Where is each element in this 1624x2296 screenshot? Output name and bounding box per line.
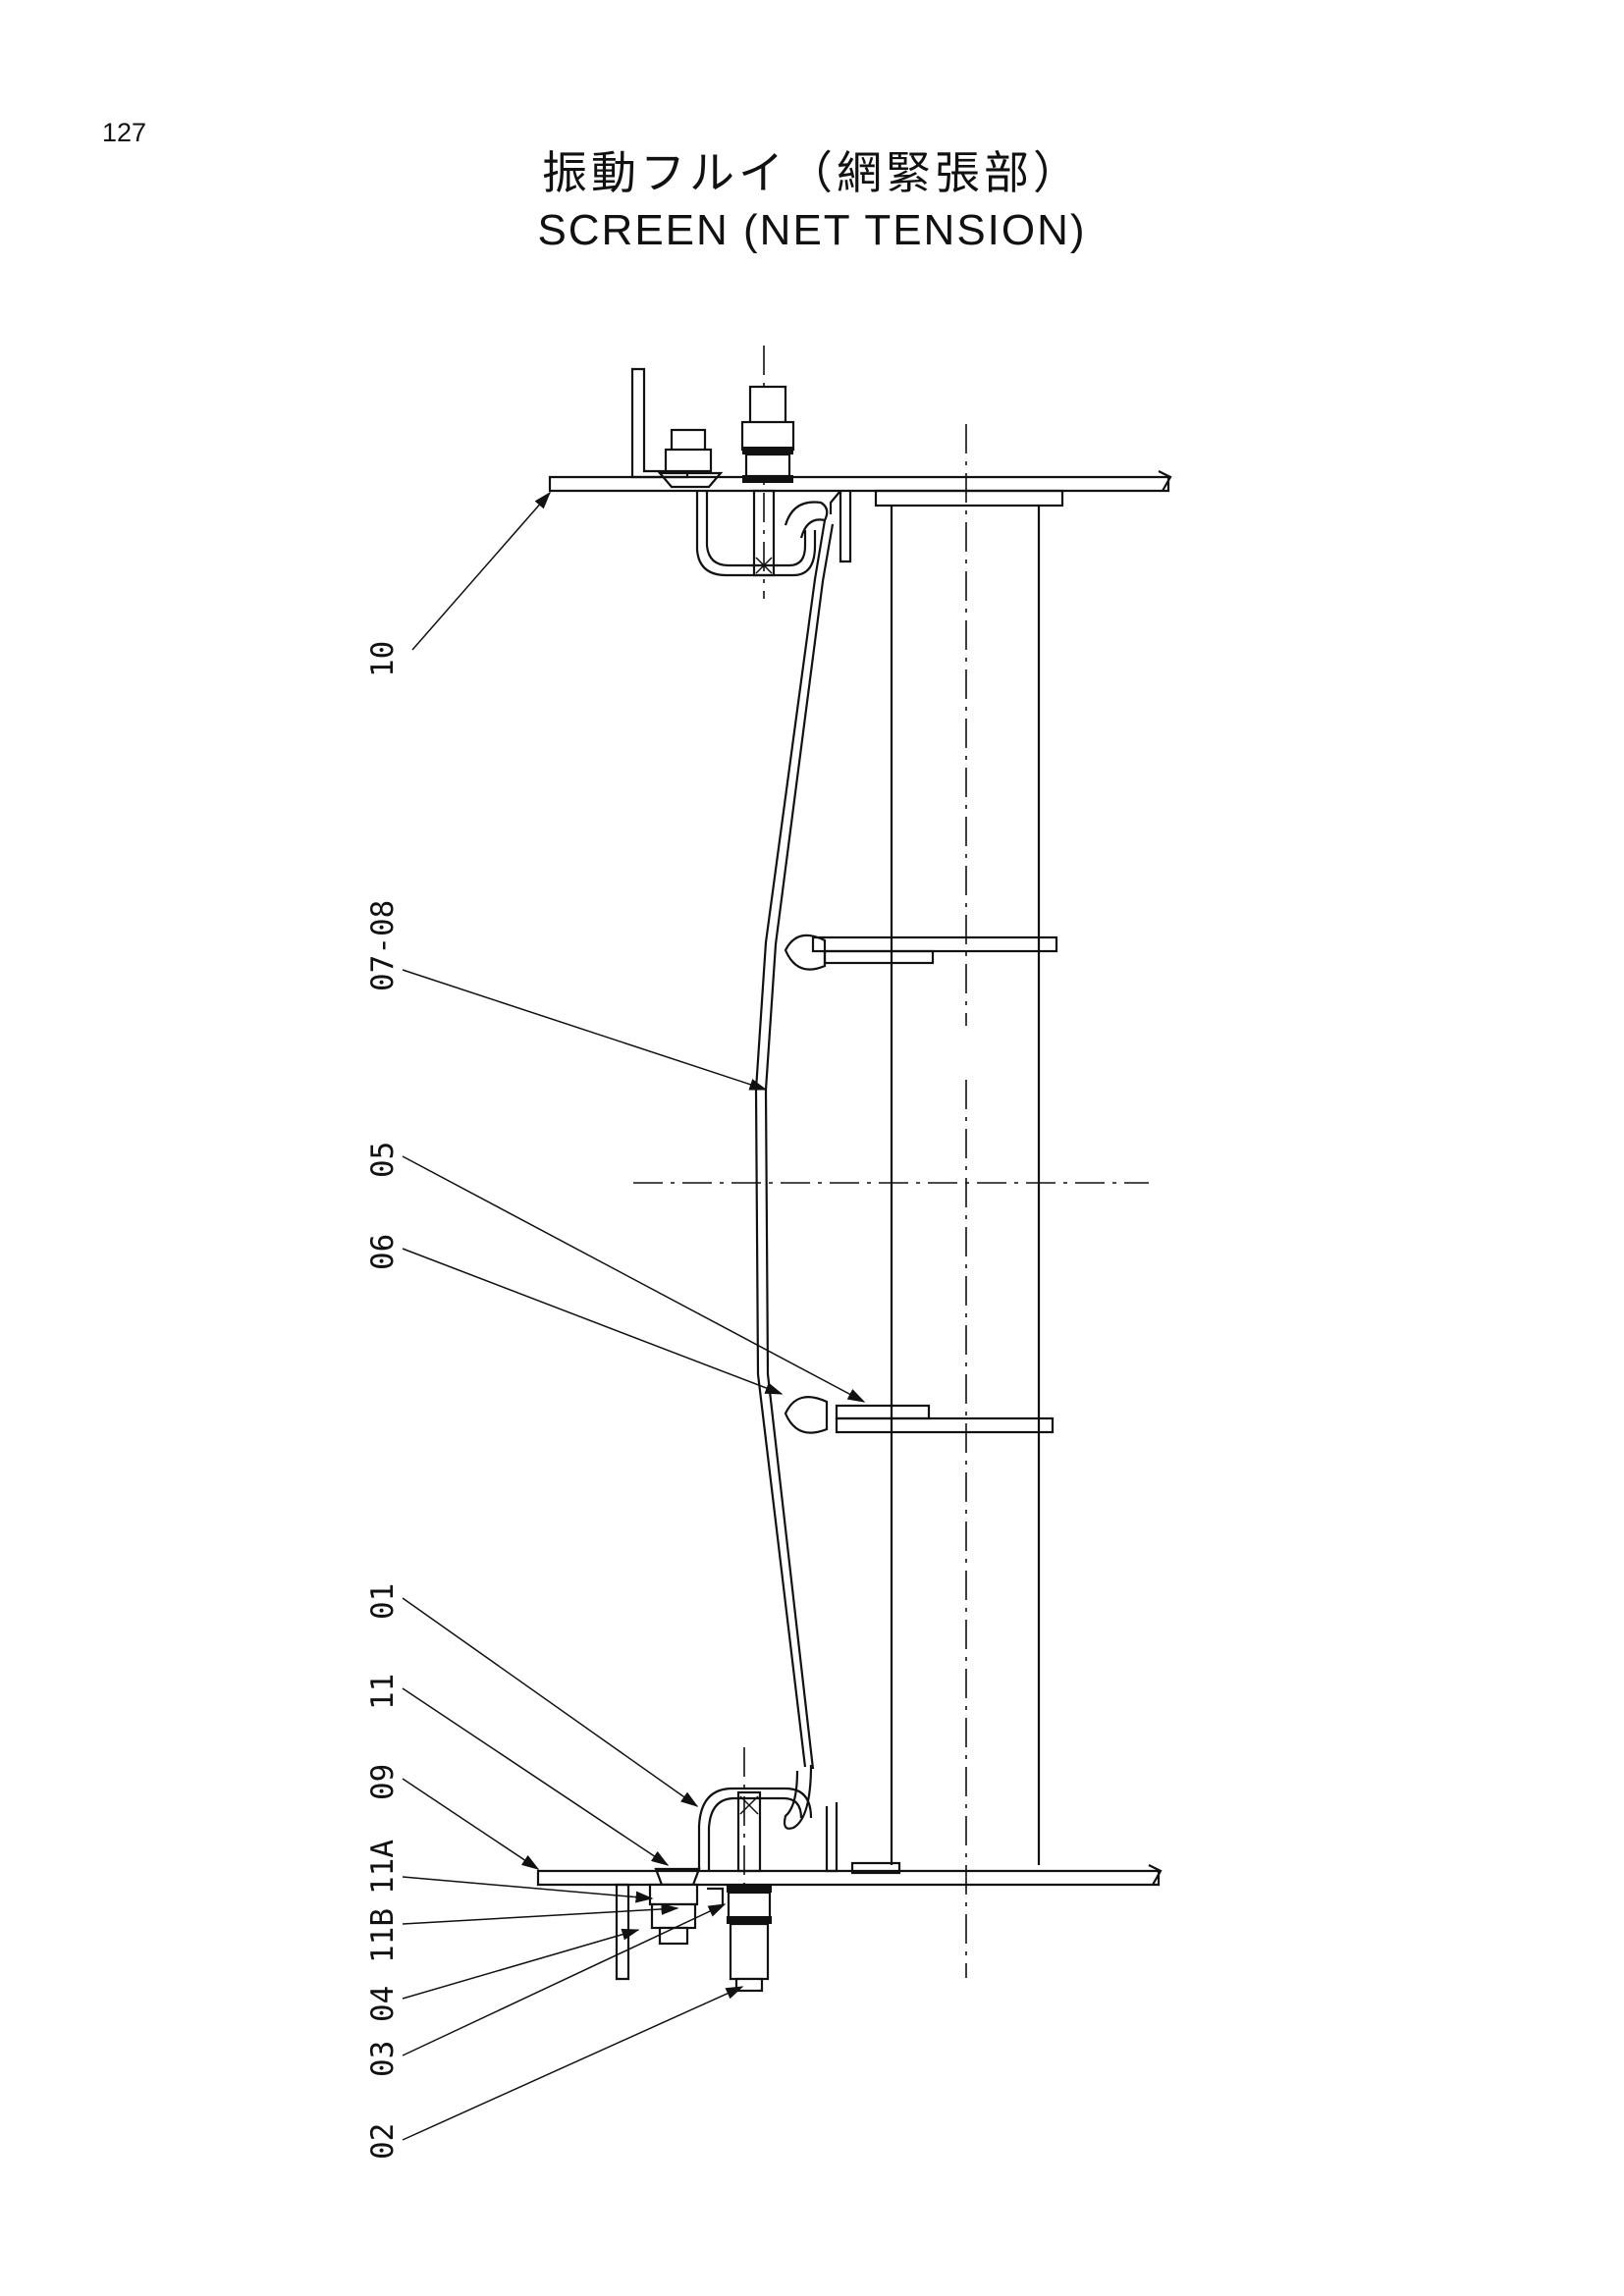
callout-06: 06 bbox=[365, 1234, 401, 1270]
callout-labels: 10 07-08 05 06 01 11 09 11A 11B 04 03 02 bbox=[365, 641, 401, 2160]
tension-net bbox=[754, 519, 835, 1770]
callout-11A: 11A bbox=[365, 1840, 401, 1895]
bottom-frame bbox=[536, 1764, 1163, 1993]
callout-04: 04 bbox=[365, 1986, 401, 2022]
callout-09: 09 bbox=[365, 1764, 401, 1800]
leader-lines bbox=[402, 491, 866, 2141]
callout-11B: 11B bbox=[365, 1908, 401, 1963]
callout-05: 05 bbox=[365, 1142, 401, 1178]
top-frame bbox=[548, 367, 1172, 577]
page-number: 127 bbox=[102, 118, 147, 147]
callout-03: 03 bbox=[365, 2041, 401, 2077]
support-column bbox=[784, 506, 1058, 1865]
callout-01: 01 bbox=[365, 1583, 401, 1620]
callout-10: 10 bbox=[365, 641, 401, 677]
callout-11: 11 bbox=[365, 1674, 401, 1710]
title-english: SCREEN (NET TENSION) bbox=[537, 206, 1087, 254]
callout-07-08: 07-08 bbox=[365, 900, 401, 991]
callout-02: 02 bbox=[365, 2123, 401, 2160]
title-japanese: 振動フルイ（網緊張部） bbox=[542, 146, 1082, 199]
